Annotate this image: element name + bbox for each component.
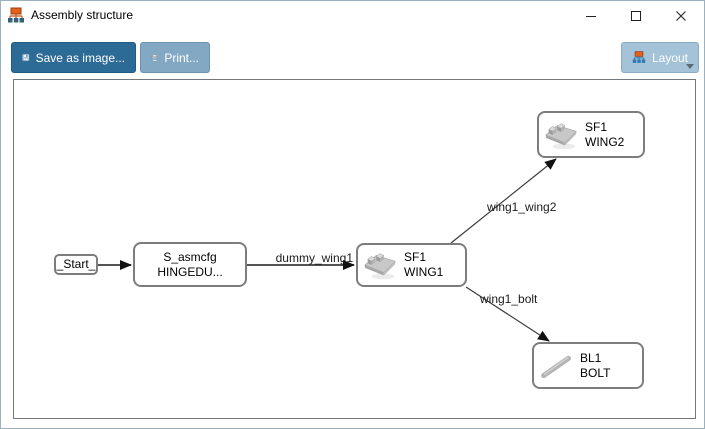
floppy-disk-icon — [22, 53, 30, 62]
maximize-icon — [631, 10, 641, 21]
org-chart-icon — [632, 51, 646, 63]
title-bar: Assembly structure — [1, 1, 704, 31]
diagram-node-start[interactable]: _Start_ — [54, 254, 98, 275]
print-label: Print... — [164, 50, 199, 65]
save-as-image-label: Save as image... — [35, 50, 125, 65]
edge-label-wing1_wing2: wing1_wing2 — [486, 200, 557, 214]
edge-label-dummy_wing1: dummy_wing1 — [276, 251, 354, 265]
part-wing-icon — [543, 118, 581, 152]
chevron-down-icon — [686, 64, 694, 69]
window-title: Assembly structure — [31, 8, 134, 22]
layout-button[interactable]: Layout — [621, 42, 699, 73]
minimize-icon — [586, 15, 596, 17]
close-button[interactable] — [664, 1, 698, 30]
minimize-button[interactable] — [574, 1, 608, 30]
part-bolt-icon — [538, 349, 576, 383]
maximize-button[interactable] — [619, 1, 653, 30]
part-wing-icon — [362, 248, 400, 282]
print-button[interactable]: Print... — [140, 42, 210, 73]
edge-label-wing1_bolt: wing1_bolt — [479, 292, 538, 306]
close-icon — [676, 10, 686, 21]
save-as-image-button[interactable]: Save as image... — [11, 42, 136, 73]
diagram-edge-wing1_bolt — [465, 286, 550, 342]
printer-icon — [151, 54, 158, 61]
diagram-canvas[interactable]: dummy_wing1 wing1_wing2 wing1_bolt _Start_… — [13, 79, 696, 419]
node-label: _Start_ — [56, 257, 96, 271]
org-chart-icon — [8, 7, 24, 23]
layout-label: Layout — [651, 50, 688, 65]
diagram-edge-wing1_wing2 — [450, 158, 557, 244]
